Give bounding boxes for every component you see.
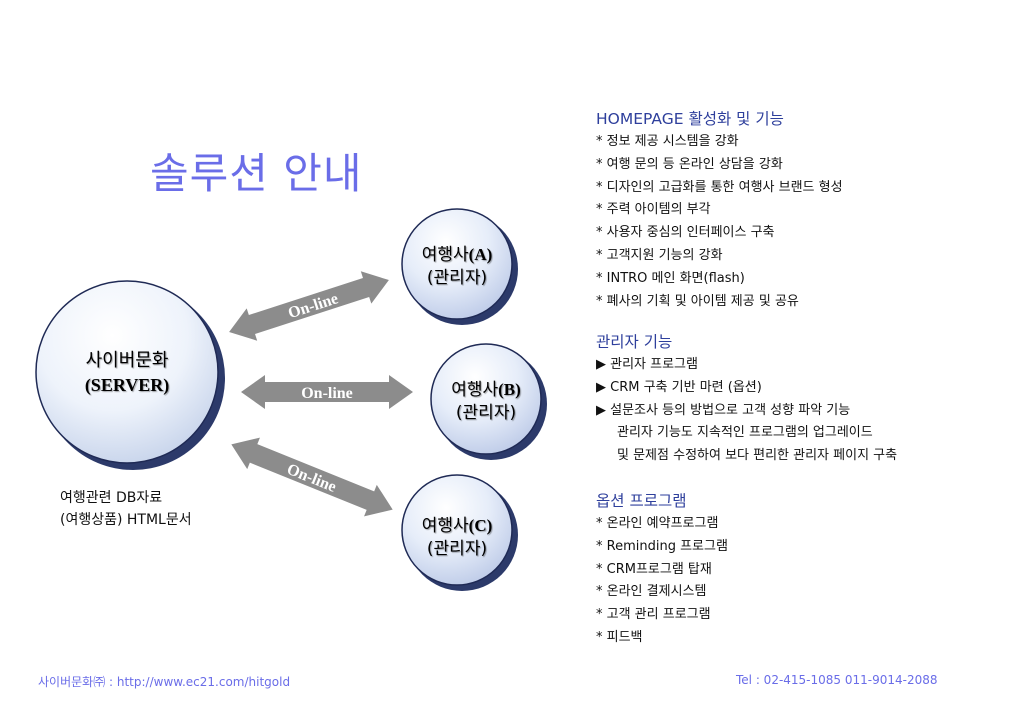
options-heading: 옵션 프로그램 bbox=[596, 492, 687, 510]
list-item: ▶ CRM 구축 기반 마련 (옵션) bbox=[596, 379, 762, 395]
list-item: * 피드백 bbox=[596, 629, 643, 645]
footer-company-url: 사이버문화㈜ : http://www.ec21.com/hitgold bbox=[38, 675, 291, 689]
list-item: * 온라인 예약프로그램 bbox=[596, 516, 719, 531]
list-item-continuation: 관리자 기능도 지속적인 프로그램의 업그레이드 bbox=[617, 425, 873, 441]
list-item-continuation: 및 문제점 수정하여 보다 편리한 관리자 페이지 구축 bbox=[617, 448, 898, 464]
homepage-section: HOMEPAGE 활성화 및 기능 * 정보 제공 시스템을 강화 * 여행 문… bbox=[596, 107, 843, 313]
homepage-heading: HOMEPAGE 활성화 및 기능 bbox=[596, 110, 784, 128]
online-link-a: On-line bbox=[229, 271, 389, 341]
agency-a-code: (A) bbox=[468, 245, 493, 264]
server-label: 사이버문화 (SERVER) bbox=[57, 348, 197, 398]
list-item: * 고객지원 기능의 강화 bbox=[596, 247, 723, 263]
list-item: * INTRO 메인 화면(flash) bbox=[596, 270, 745, 286]
agency-a-label: 여행사(A) (관리자) bbox=[397, 243, 517, 290]
agency-a-role: (관리자) bbox=[426, 268, 488, 288]
agency-b-role: (관리자) bbox=[455, 403, 517, 423]
page-title: 솔루션 안내 bbox=[150, 149, 363, 198]
list-item: * 주력 아이템의 부각 bbox=[596, 202, 711, 218]
agency-c-name: 여행사 bbox=[421, 516, 469, 536]
agency-b-code: (B) bbox=[498, 380, 521, 399]
agency-b-node bbox=[430, 343, 542, 455]
db-note-line2: (여행상품) HTML문서 bbox=[60, 512, 192, 528]
list-item: * CRM프로그램 탑재 bbox=[596, 561, 712, 577]
list-item: ▶ 관리자 프로그램 bbox=[596, 357, 698, 372]
list-item: * 디자인의 고급화를 통한 여행사 브랜드 형성 bbox=[596, 179, 843, 195]
agency-c-code: (C) bbox=[468, 516, 493, 535]
list-item: * 온라인 결제시스템 bbox=[596, 584, 707, 600]
agency-b-label: 여행사(B) (관리자) bbox=[426, 378, 546, 425]
admin-section: 관리자 기능 ▶ 관리자 프로그램 ▶ CRM 구축 기반 마련 (옵션) ▶ … bbox=[596, 330, 897, 468]
db-note-line1: 여행관련 DB자료 bbox=[60, 490, 163, 506]
agency-a-node bbox=[401, 208, 513, 320]
list-item: * 폐사의 기획 및 아이템 제공 및 공유 bbox=[596, 293, 799, 309]
server-label-line2: (SERVER) bbox=[84, 375, 170, 395]
footer-phone: Tel : 02-415-1085 011-9014-2088 bbox=[736, 673, 938, 687]
online-label-b: On-line bbox=[301, 385, 353, 402]
options-section: 옵션 프로그램 * 온라인 예약프로그램 * Reminding 프로그램 * … bbox=[596, 489, 728, 650]
agency-c-role: (관리자) bbox=[426, 539, 488, 559]
agency-c-label: 여행사(C) (관리자) bbox=[397, 514, 517, 561]
list-item: ▶ 설문조사 등의 방법으로 고객 성향 파악 기능 bbox=[596, 402, 851, 418]
list-item: * 여행 문의 등 온라인 상담을 강화 bbox=[596, 156, 783, 172]
db-note: 여행관련 DB자료 (여행상품) HTML문서 bbox=[60, 487, 192, 531]
agency-c-node bbox=[401, 474, 513, 586]
list-item: * Reminding 프로그램 bbox=[596, 538, 728, 554]
admin-heading: 관리자 기능 bbox=[596, 333, 673, 351]
server-node bbox=[35, 280, 219, 464]
list-item: * 정보 제공 시스템을 강화 bbox=[596, 134, 739, 149]
agency-a-name: 여행사 bbox=[421, 245, 469, 265]
agency-b-name: 여행사 bbox=[451, 380, 499, 400]
list-item: * 사용자 중심의 인터페이스 구축 bbox=[596, 225, 775, 241]
list-item: * 고객 관리 프로그램 bbox=[596, 607, 711, 623]
server-label-line1: 사이버문화 bbox=[85, 350, 169, 371]
online-link-b: On-line bbox=[241, 375, 413, 409]
online-link-c: On-line bbox=[231, 437, 393, 517]
